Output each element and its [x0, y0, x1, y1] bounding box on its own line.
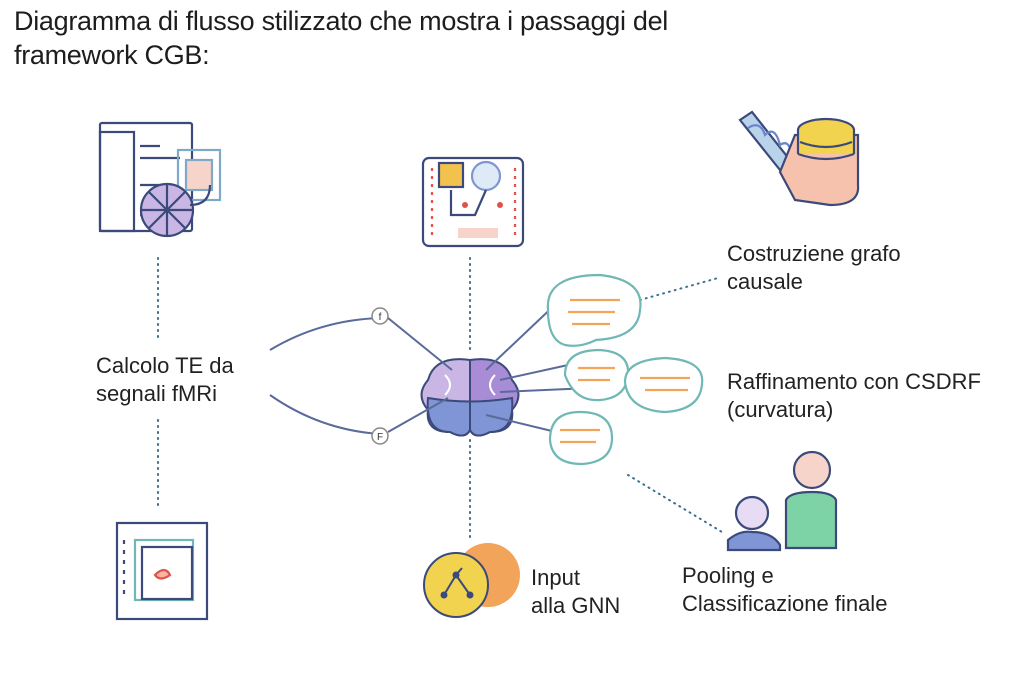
label-pooling: Pooling e Classificazione finale [682, 562, 887, 618]
label-te-calc: Calcolo TE da segnali fMRi [96, 352, 234, 408]
bubble-3 [623, 356, 704, 414]
label-pooling-line2: Classificazione finale [682, 591, 888, 616]
label-csdrf: Raffinamento con CSDRF (curvatura) [727, 368, 981, 424]
label-causal-graph: Costruziene grafo causale [727, 240, 901, 296]
label-te-calc-line1: Calcolo TE da [96, 353, 234, 378]
small-node-top: f [371, 307, 389, 325]
brain-icon [420, 358, 520, 437]
bubble-4 [548, 410, 614, 466]
small-node-top-label: f [379, 312, 382, 323]
label-gnn-input: Input alla GNN [531, 564, 620, 620]
graph-construction-icon [738, 110, 860, 207]
gnn-input-icon [423, 543, 520, 618]
small-node-bottom-label: F [377, 432, 383, 443]
label-causal-graph-line2: causale [727, 269, 803, 294]
bubble-1 [546, 273, 642, 347]
small-node-bottom: F [371, 427, 389, 445]
speech-bubbles [546, 273, 704, 466]
people-icon [726, 450, 838, 552]
fmri-document-icon [98, 121, 222, 238]
label-pooling-line1: Pooling e [682, 563, 774, 588]
label-csdrf-line2: (curvatura) [727, 397, 834, 422]
label-gnn-input-line1: Input [531, 565, 580, 590]
bubble-2 [563, 348, 630, 402]
label-te-calc-line2: segnali fMRi [96, 381, 218, 406]
framed-image-icon [115, 521, 209, 621]
dotted-connectors [157, 257, 723, 539]
label-gnn-input-line2: alla GNN [531, 593, 621, 618]
diagram-title: Diagramma di flusso stilizzato che mostr… [14, 6, 668, 70]
network-graph-icon [421, 156, 525, 248]
label-csdrf-line1: Raffinamento con CSDRF [727, 369, 981, 394]
label-causal-graph-line1: Costruziene grafo [727, 241, 901, 266]
